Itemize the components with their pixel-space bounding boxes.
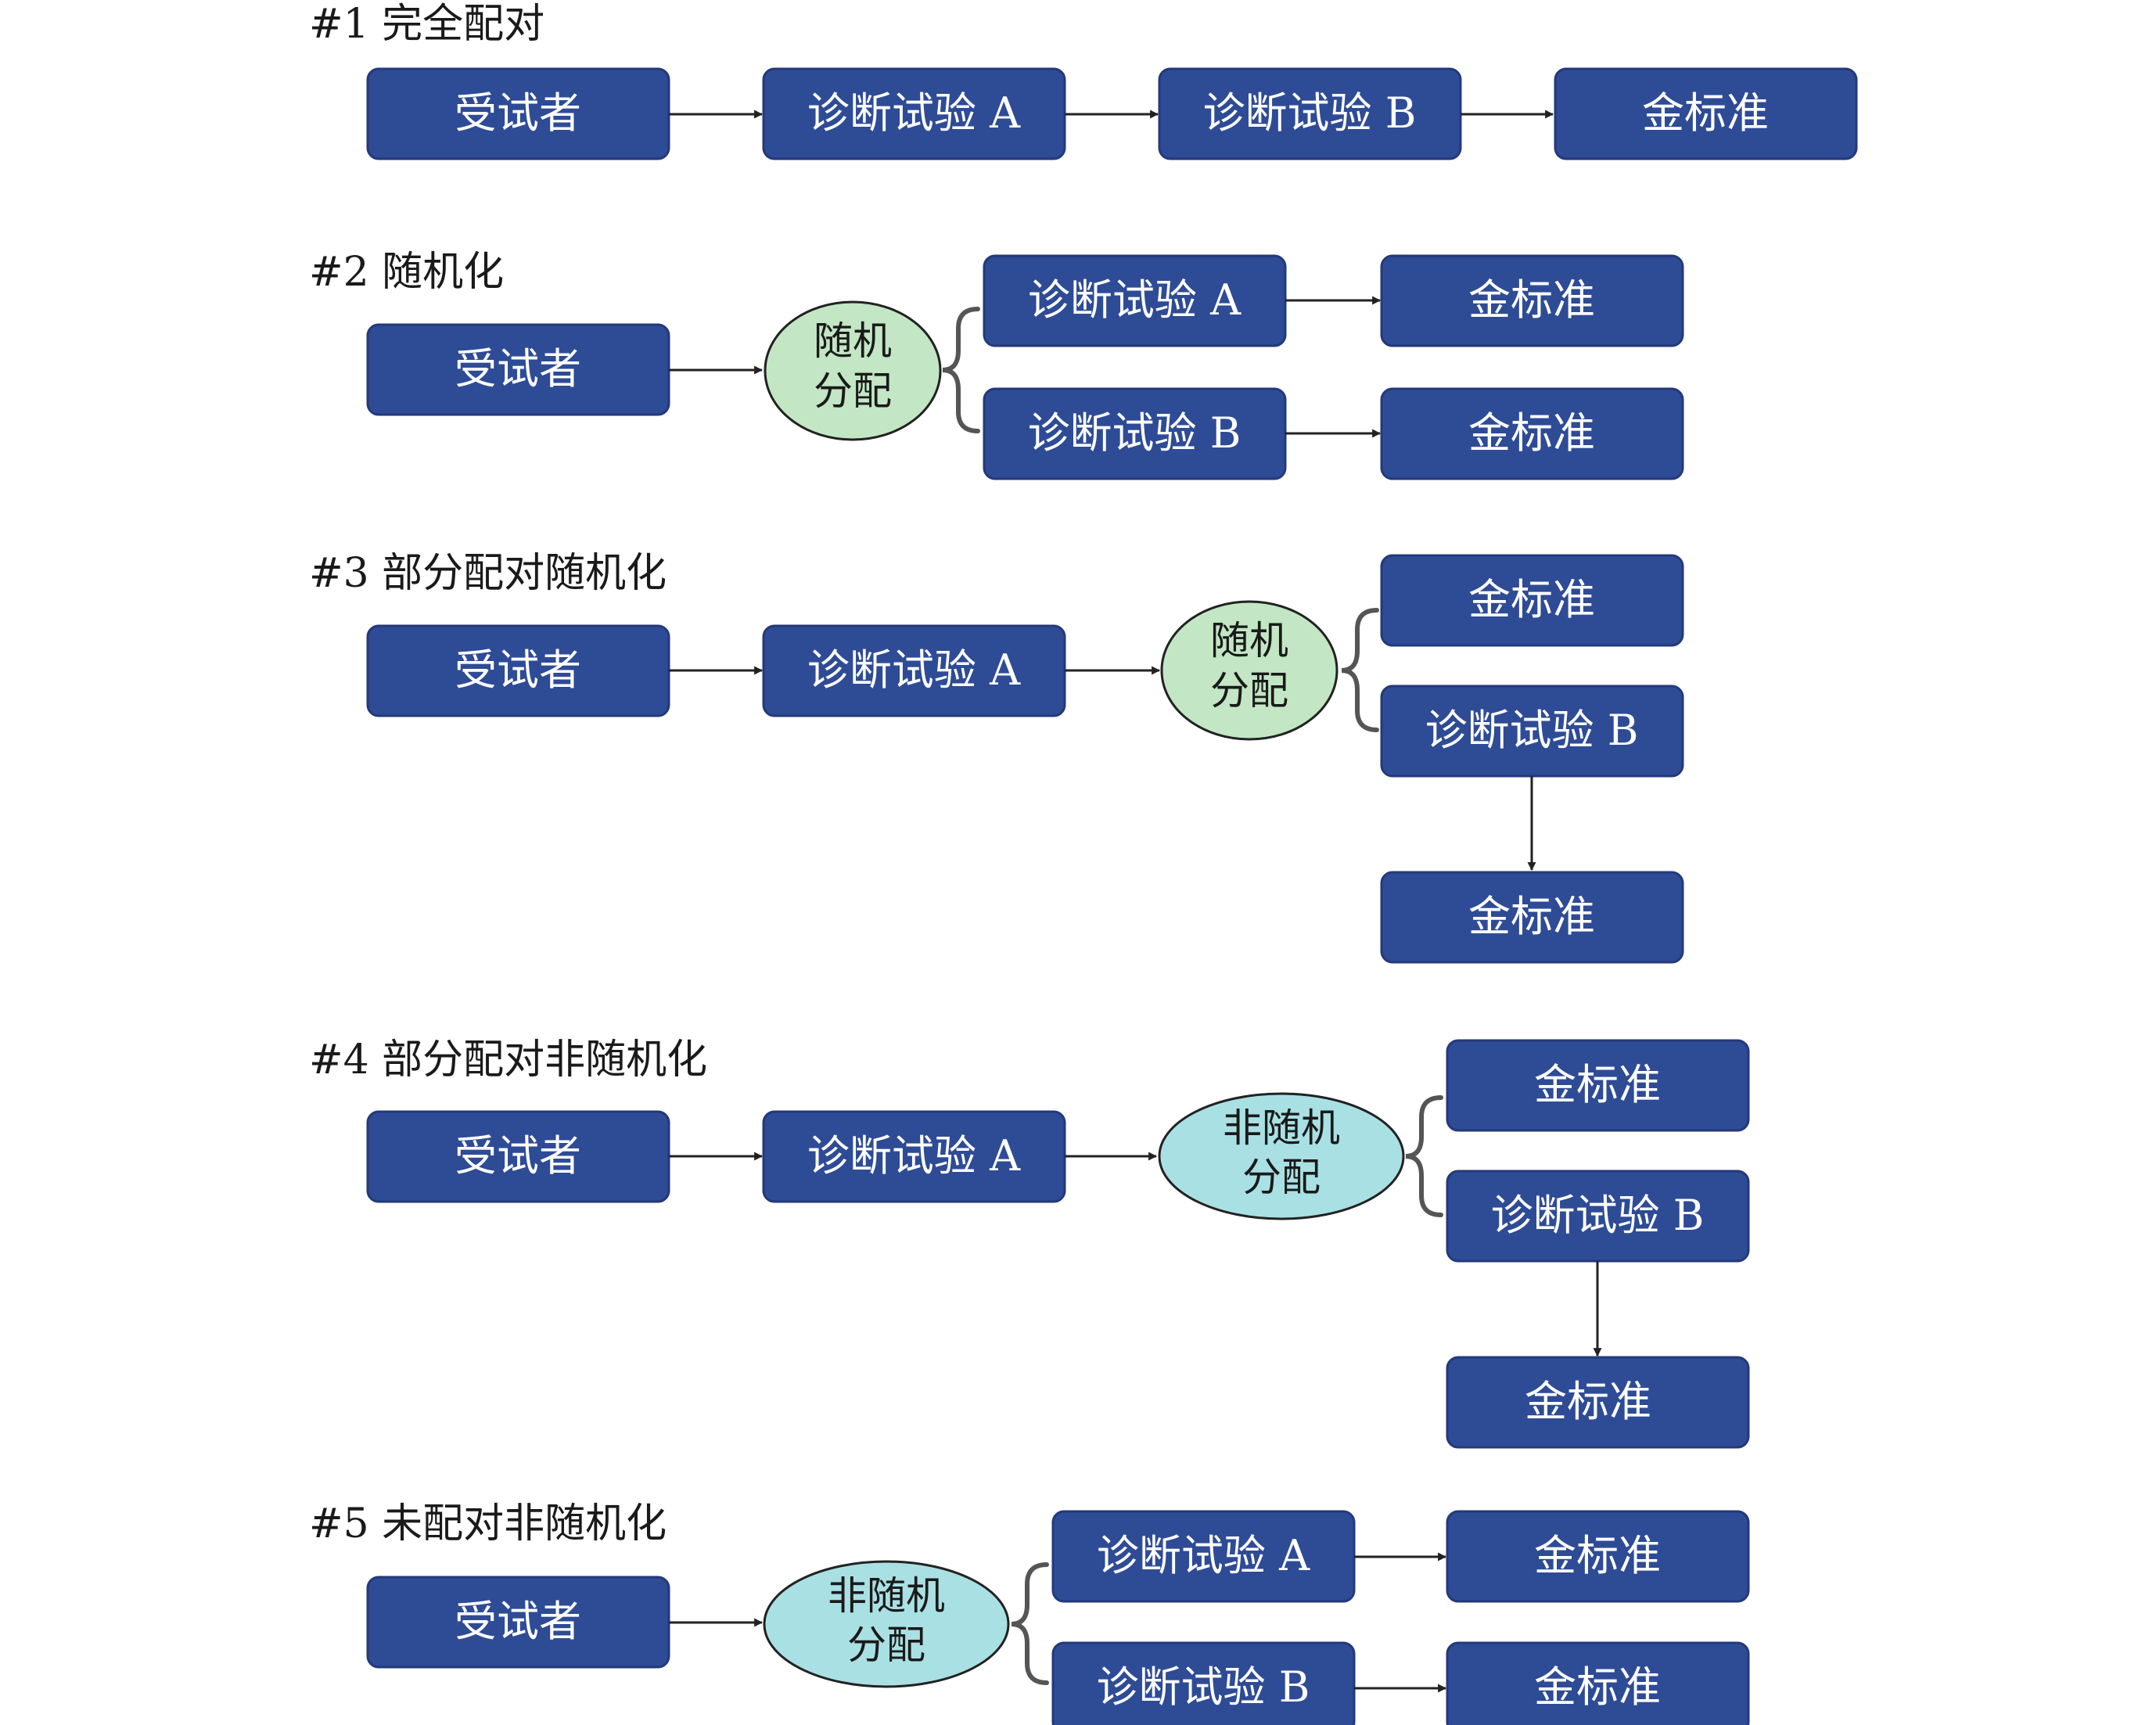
s1-test-b-box: 诊断试验 B bbox=[1158, 67, 1462, 160]
s5-gold-standard-b-box: 金标准 bbox=[1446, 1641, 1750, 1725]
s4-nonrandom-oval: 非随机 分配 bbox=[1158, 1092, 1405, 1220]
section-1-title: #1 完全配对 bbox=[309, 1, 544, 48]
s3-gold-standard-top-label: 金标准 bbox=[1468, 575, 1595, 624]
s2-test-b-label: 诊断试验 B bbox=[1028, 408, 1241, 458]
s4-oval-line-2: 分配 bbox=[1242, 1155, 1321, 1200]
section-3-title: #3 部分配对随机化 bbox=[309, 550, 667, 597]
s5-gold-standard-a-label: 金标准 bbox=[1534, 1531, 1661, 1580]
s3-random-oval: 随机 分配 bbox=[1160, 600, 1339, 741]
s5-gold-standard-b-label: 金标准 bbox=[1534, 1662, 1661, 1712]
s3-test-a-label: 诊断试验 A bbox=[807, 645, 1021, 695]
s2-test-a-label: 诊断试验 A bbox=[1028, 275, 1241, 325]
s2-subject-label: 受试者 bbox=[455, 344, 581, 394]
s4-test-b-box: 诊断试验 B bbox=[1446, 1170, 1750, 1263]
s1-test-a-label: 诊断试验 A bbox=[807, 88, 1021, 138]
s5-test-a-box: 诊断试验 A bbox=[1051, 1510, 1356, 1603]
section-2: #2 随机化 受试者 随机 分配 诊断试验 A 金标准 诊断试验 B 金标 bbox=[309, 249, 1684, 480]
s4-test-a-label: 诊断试验 A bbox=[807, 1131, 1021, 1181]
s3-test-b-label: 诊断试验 B bbox=[1425, 706, 1639, 755]
s3-test-b-box: 诊断试验 B bbox=[1380, 685, 1684, 778]
s5-subject-label: 受试者 bbox=[455, 1597, 581, 1646]
s4-gold-standard-bottom-label: 金标准 bbox=[1525, 1377, 1651, 1426]
s4-split-brace bbox=[1405, 1095, 1443, 1217]
section-5: #5 未配对非随机化 受试者 非随机 分配 诊断试验 A 金标准 诊断试验 B bbox=[309, 1500, 1750, 1725]
s3-subject-label: 受试者 bbox=[455, 645, 581, 695]
s5-split-brace bbox=[1011, 1562, 1049, 1685]
s2-random-oval: 随机 分配 bbox=[764, 300, 942, 441]
s1-subject-label: 受试者 bbox=[455, 88, 581, 138]
s2-subject-box: 受试者 bbox=[366, 323, 670, 416]
s2-gold-standard-a-label: 金标准 bbox=[1468, 275, 1595, 325]
section-4-title: #4 部分配对非随机化 bbox=[309, 1037, 707, 1084]
s5-test-a-label: 诊断试验 A bbox=[1097, 1531, 1310, 1580]
s1-gold-standard-box: 金标准 bbox=[1554, 67, 1858, 160]
s2-gold-standard-b-box: 金标准 bbox=[1380, 387, 1684, 480]
s3-oval-line-1: 随机 bbox=[1210, 618, 1288, 663]
s5-test-b-label: 诊断试验 B bbox=[1097, 1662, 1310, 1712]
s4-gold-standard-bottom-box: 金标准 bbox=[1446, 1356, 1750, 1449]
s1-test-b-label: 诊断试验 B bbox=[1203, 88, 1417, 138]
s2-test-a-box: 诊断试验 A bbox=[983, 254, 1287, 347]
s1-subject-box: 受试者 bbox=[366, 67, 670, 160]
s3-oval-line-2: 分配 bbox=[1210, 668, 1288, 713]
s4-oval-line-1: 非随机 bbox=[1223, 1105, 1340, 1151]
section-4: #4 部分配对非随机化 受试者 诊断试验 A 非随机 分配 金标准 诊断试验 B bbox=[309, 1037, 1750, 1449]
s4-test-a-box: 诊断试验 A bbox=[762, 1110, 1066, 1203]
section-3: #3 部分配对随机化 受试者 诊断试验 A 随机 分配 金标准 诊断试验 B bbox=[309, 550, 1684, 964]
s3-gold-standard-bottom-label: 金标准 bbox=[1468, 892, 1595, 941]
s1-test-a-box: 诊断试验 A bbox=[762, 67, 1066, 160]
s5-test-b-box: 诊断试验 B bbox=[1051, 1641, 1356, 1725]
s2-gold-standard-b-label: 金标准 bbox=[1468, 408, 1595, 458]
section-5-title: #5 未配对非随机化 bbox=[309, 1500, 667, 1547]
s3-gold-standard-bottom-box: 金标准 bbox=[1380, 871, 1684, 964]
s3-test-a-box: 诊断试验 A bbox=[762, 624, 1066, 717]
s5-gold-standard-a-box: 金标准 bbox=[1446, 1510, 1750, 1603]
s3-split-brace bbox=[1341, 608, 1379, 732]
s1-gold-standard-label: 金标准 bbox=[1642, 88, 1769, 138]
s3-subject-box: 受试者 bbox=[366, 624, 670, 717]
s4-test-b-label: 诊断试验 B bbox=[1491, 1191, 1705, 1240]
s2-oval-line-2: 分配 bbox=[814, 368, 892, 414]
s4-subject-box: 受试者 bbox=[366, 1110, 670, 1203]
s5-subject-box: 受试者 bbox=[366, 1576, 670, 1669]
s5-oval-line-1: 非随机 bbox=[828, 1573, 945, 1619]
section-2-title: #2 随机化 bbox=[309, 249, 504, 296]
s2-oval-line-1: 随机 bbox=[814, 318, 892, 364]
s4-gold-standard-top-label: 金标准 bbox=[1534, 1060, 1661, 1109]
s2-split-brace bbox=[942, 307, 980, 433]
s3-gold-standard-top-box: 金标准 bbox=[1380, 554, 1684, 647]
s5-nonrandom-oval: 非随机 分配 bbox=[763, 1560, 1010, 1688]
s5-oval-line-2: 分配 bbox=[847, 1623, 925, 1668]
s2-gold-standard-a-box: 金标准 bbox=[1380, 254, 1684, 347]
s4-gold-standard-top-box: 金标准 bbox=[1446, 1039, 1750, 1132]
s4-subject-label: 受试者 bbox=[455, 1131, 581, 1181]
section-1: #1 完全配对 受试者 诊断试验 A 诊断试验 B 金标准 bbox=[309, 1, 1858, 160]
s2-test-b-box: 诊断试验 B bbox=[983, 387, 1287, 480]
